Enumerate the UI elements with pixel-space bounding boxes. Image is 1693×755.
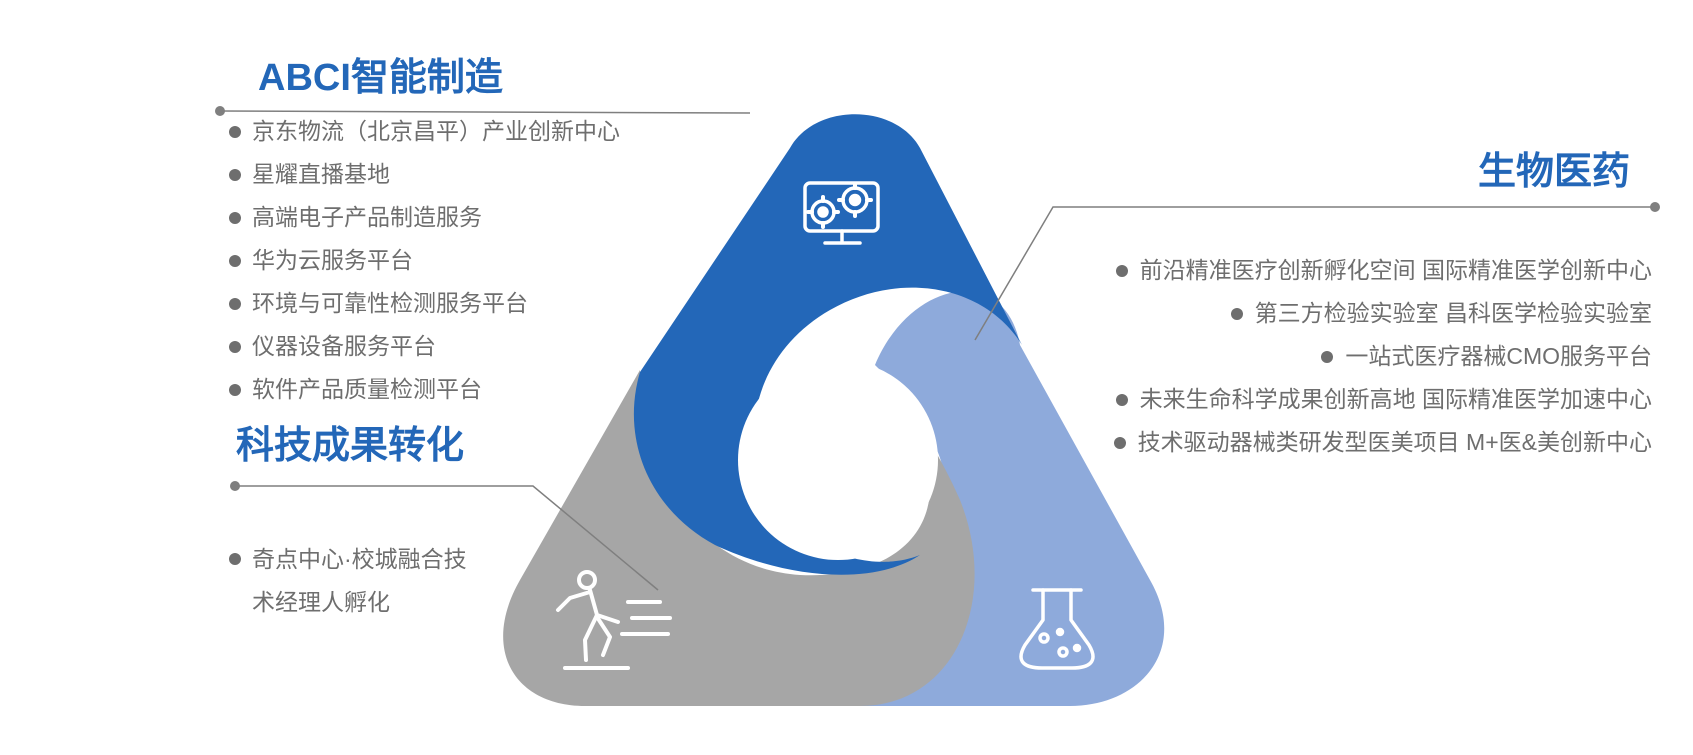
list-item: 一站式医疗器械CMO服务平台 xyxy=(1114,342,1652,385)
tech-list-item: 奇点中心·校城融合技 术经理人孵化 xyxy=(229,538,467,624)
callout-line-tech xyxy=(230,481,659,591)
bullet-dot xyxy=(229,553,241,565)
flask-icon xyxy=(1019,588,1095,670)
abci-list: 京东物流（北京昌平）产业创新中心 星耀直播基地 高端电子产品制造服务 华为云服务… xyxy=(226,117,620,418)
callout-line-abci xyxy=(215,106,751,116)
tech-item-line-2: 术经理人孵化 xyxy=(252,589,390,615)
list-item: 高端电子产品制造服务 xyxy=(226,203,620,246)
callout-line-biomed xyxy=(974,202,1660,341)
computer-gears-icon xyxy=(803,181,880,245)
biomed-list: 前沿精准医疗创新孵化空间 国际精准医学创新中心 第三方检验实验室 昌科医学检验实… xyxy=(1114,256,1652,471)
segment-tech xyxy=(503,370,975,706)
list-item: 前沿精准医疗创新孵化空间 国际精准医学创新中心 xyxy=(1114,256,1652,299)
running-person-icon xyxy=(556,570,672,670)
tech-item-line-1: 奇点中心·校城融合技 xyxy=(252,546,467,572)
list-item: 华为云服务平台 xyxy=(226,246,620,289)
abci-title: ABCI智能制造 xyxy=(258,57,503,99)
list-item: 技术驱动器械类研发型医美项目 M+医&美创新中心 xyxy=(1114,428,1652,471)
segment-abci xyxy=(633,114,1022,575)
list-item: 环境与可靠性检测服务平台 xyxy=(226,289,620,332)
tech-title: 科技成果转化 xyxy=(236,425,465,467)
list-item: 软件产品质量检测平台 xyxy=(226,375,620,418)
list-item: 未来生命科学成果创新高地 国际精准医学加速中心 xyxy=(1114,385,1652,428)
biomed-title: 生物医药 xyxy=(1478,151,1631,193)
list-item: 星耀直播基地 xyxy=(226,160,620,203)
list-item: 仪器设备服务平台 xyxy=(226,332,620,375)
list-item: 京东物流（北京昌平）产业创新中心 xyxy=(226,117,620,160)
list-item: 第三方检验实验室 昌科医学检验实验室 xyxy=(1114,299,1652,342)
center-hole xyxy=(738,360,938,560)
